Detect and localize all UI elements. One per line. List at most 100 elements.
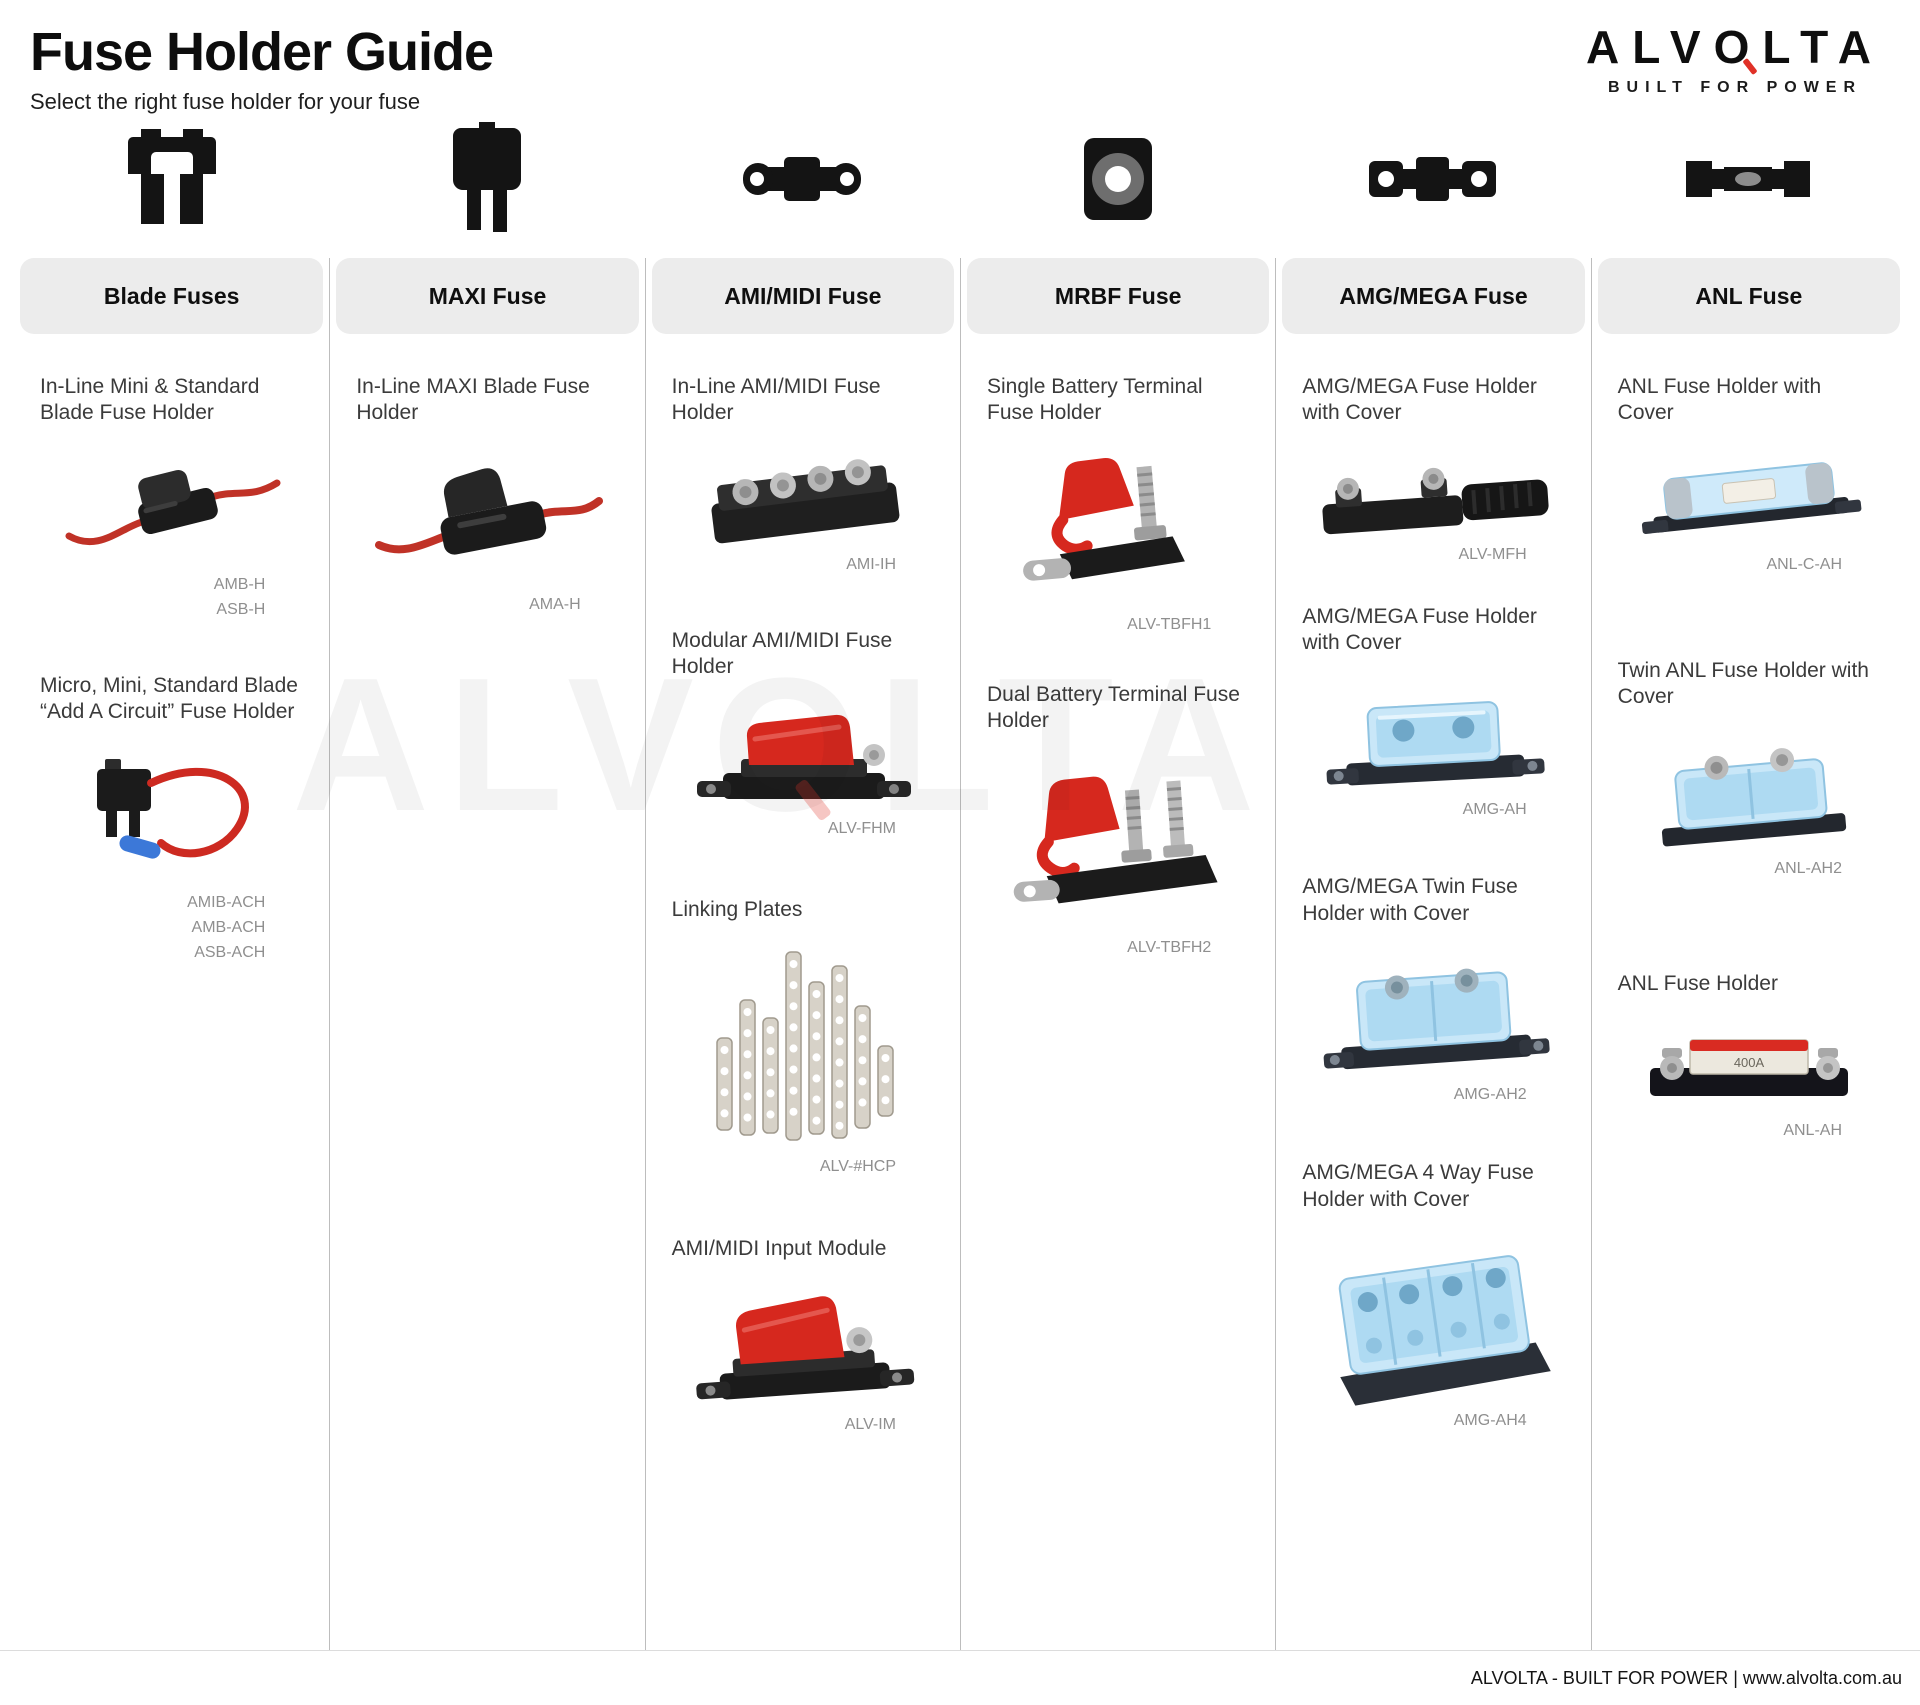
product-title: Dual Battery Terminal Fuse Holder — [987, 682, 1240, 733]
brand-wordmark-post: LTA — [1762, 21, 1884, 73]
product-code: AMB-H — [213, 575, 266, 593]
product-code: AMI-IH — [846, 555, 896, 573]
product-image-ami-midi-input-module — [672, 1276, 936, 1411]
column-header-maxi-fuse: MAXI Fuse — [336, 258, 639, 334]
product-image-linking-plates — [672, 938, 936, 1153]
product-card: In-Line MAXI Blade Fuse Holder AMA-H — [356, 374, 620, 618]
product-code: ALV-TBFH1 — [1127, 615, 1212, 633]
product-title: In-Line MAXI Blade Fuse Holder — [356, 375, 590, 425]
mrbf-fuse-icon — [1078, 132, 1158, 227]
product-code: ASB-ACH — [194, 944, 266, 961]
column-maxi-fuse: MAXI Fuse In-Line MAXI Blade Fuse Holder — [329, 258, 644, 1650]
product-card: ANL Fuse Holder 400A ANL-AH — [1618, 971, 1882, 1143]
product-code: ASB-H — [216, 600, 266, 618]
product-codes: ALV-#HCP — [672, 1155, 936, 1180]
product-image-inline-maxi-holder — [356, 441, 620, 591]
product-image-anl-holder-with-cover — [1618, 441, 1882, 551]
product-image-amg-mega-twin-holder — [1302, 941, 1566, 1081]
product-card: Twin ANL Fuse Holder with Cover — [1618, 658, 1882, 882]
product-image-dual-battery-terminal-holder — [987, 749, 1251, 934]
product-card: In-Line AMI/MIDI Fuse Holder — [672, 374, 936, 578]
product-codes: AMI-IH — [672, 553, 936, 578]
product-codes: ANL-AH — [1618, 1119, 1882, 1144]
column-ami-midi-fuse: AMI/MIDI Fuse In-Line AMI/MIDI Fuse Hold… — [644, 258, 960, 1650]
product-code: ALV-FHM — [827, 819, 896, 837]
product-codes: AMG-AH2 — [1302, 1083, 1566, 1108]
product-codes: ALV-FHM — [672, 817, 936, 842]
product-codes: ALV-IM — [672, 1413, 936, 1438]
column-blade-fuses: Blade Fuses In-Line Mini & Standard Blad… — [14, 258, 329, 1650]
product-title: Single Battery Terminal Fuse Holder — [987, 375, 1203, 425]
column-header-ami-midi-fuse: AMI/MIDI Fuse — [651, 258, 954, 334]
maxi-fuse-icon — [437, 121, 537, 237]
title-block: Fuse Holder Guide Select the right fuse … — [30, 22, 494, 115]
product-image-amg-mega-holder-blue — [1302, 671, 1566, 796]
product-title: ANL Fuse Holder — [1617, 972, 1778, 996]
product-title: In-Line Mini & Standard Blade Fuse Holde… — [40, 375, 260, 425]
brand-logo-o-icon: O — [1713, 21, 1763, 73]
product-card: Dual Battery Terminal Fuse Holder — [987, 682, 1251, 961]
product-code: ALV-#HCP — [819, 1157, 896, 1175]
product-image-inline-ami-midi-holder — [672, 441, 936, 551]
product-title: Micro, Mini, Standard Blade “Add A Circu… — [40, 673, 298, 723]
product-title: Twin ANL Fuse Holder with Cover — [1617, 658, 1869, 709]
product-image-twin-anl-holder — [1618, 725, 1882, 855]
product-card: ANL Fuse Holder with Cover — [1618, 374, 1882, 578]
product-image-modular-ami-midi-holder — [672, 695, 936, 815]
product-card: In-Line Mini & Standard Blade Fuse Holde… — [40, 374, 305, 623]
product-codes: ANL-C-AH — [1618, 553, 1882, 578]
fuse-holder-table: Blade Fuses In-Line Mini & Standard Blad… — [14, 258, 1906, 1650]
page-header: Fuse Holder Guide Select the right fuse … — [0, 0, 1920, 118]
product-card: Modular AMI/MIDI Fuse Holder ALV-FHM — [672, 628, 936, 842]
ami-midi-fuse-icon — [737, 149, 867, 209]
product-image-add-a-circuit — [40, 739, 305, 889]
product-image-amg-mega-holder-black — [1302, 441, 1566, 541]
amg-mega-fuse-icon — [1365, 149, 1500, 209]
product-codes: ANL-AH2 — [1618, 857, 1882, 882]
product-codes: AMIB-ACH AMB-ACH ASB-ACH — [40, 891, 305, 965]
blade-fuse-icon — [117, 127, 227, 232]
product-code: ALV-IM — [844, 1416, 896, 1434]
product-card: AMG/MEGA 4 Way Fuse Holder with Cover — [1302, 1160, 1566, 1434]
product-code: AMG-AH2 — [1453, 1086, 1527, 1104]
product-codes: AMA-H — [356, 593, 620, 618]
product-card: AMG/MEGA Twin Fuse Holder with Cover — [1302, 874, 1566, 1108]
product-code: AMG-AH4 — [1453, 1412, 1527, 1430]
product-title: AMI/MIDI Input Module — [671, 1236, 887, 1260]
column-header-amg-mega-fuse: AMG/MEGA Fuse — [1282, 258, 1585, 334]
product-title: ANL Fuse Holder with Cover — [1617, 375, 1822, 425]
anl-fuse-rating: 400A — [1734, 1055, 1765, 1070]
column-mrbf-fuse: MRBF Fuse Single Battery Terminal Fuse H… — [960, 258, 1275, 1650]
product-codes: ALV-MFH — [1302, 543, 1566, 568]
product-image-inline-blade-holder — [40, 441, 305, 571]
product-codes: AMG-AH4 — [1302, 1409, 1566, 1434]
product-code: ANL-C-AH — [1766, 555, 1842, 573]
fuse-icon-row — [14, 118, 1906, 240]
product-title: Modular AMI/MIDI Fuse Holder — [671, 628, 893, 679]
product-codes: AMG-AH — [1302, 798, 1566, 823]
footer-text: ALVOLTA - BUILT FOR POWER | www.alvolta.… — [1470, 1667, 1902, 1688]
column-anl-fuse: ANL Fuse ANL Fuse Holder with Cover — [1590, 258, 1906, 1650]
product-code: AMIB-ACH — [187, 894, 266, 912]
page-title: Fuse Holder Guide — [30, 22, 494, 82]
product-card: AMG/MEGA Fuse Holder with Cover — [1302, 374, 1566, 568]
product-code: ALV-MFH — [1458, 545, 1527, 563]
product-title: AMG/MEGA Fuse Holder with Cover — [1302, 375, 1537, 425]
anl-fuse-icon — [1678, 153, 1818, 205]
product-image-anl-holder: 400A — [1618, 1012, 1882, 1117]
product-code: ANL-AH2 — [1774, 859, 1842, 877]
product-codes: AMB-H ASB-H — [40, 573, 305, 623]
product-code: AMB-ACH — [191, 919, 266, 937]
product-codes: ALV-TBFH2 — [987, 936, 1251, 961]
product-code: ALV-TBFH2 — [1127, 938, 1212, 956]
product-image-single-battery-terminal-holder — [987, 441, 1251, 611]
brand-wordmark-pre: ALV — [1586, 21, 1714, 73]
product-code: AMG-AH — [1462, 800, 1527, 818]
product-card: Linking Plates — [672, 897, 936, 1179]
product-card: Single Battery Terminal Fuse Holder — [987, 374, 1251, 638]
brand-wordmark: ALVOLTA — [1586, 24, 1884, 70]
column-header-blade-fuses: Blade Fuses — [20, 258, 324, 334]
product-card: AMI/MIDI Input Module — [672, 1236, 936, 1438]
product-card: AMG/MEGA Fuse Holder with Cover — [1302, 604, 1566, 823]
product-title: Linking Plates — [671, 898, 803, 922]
